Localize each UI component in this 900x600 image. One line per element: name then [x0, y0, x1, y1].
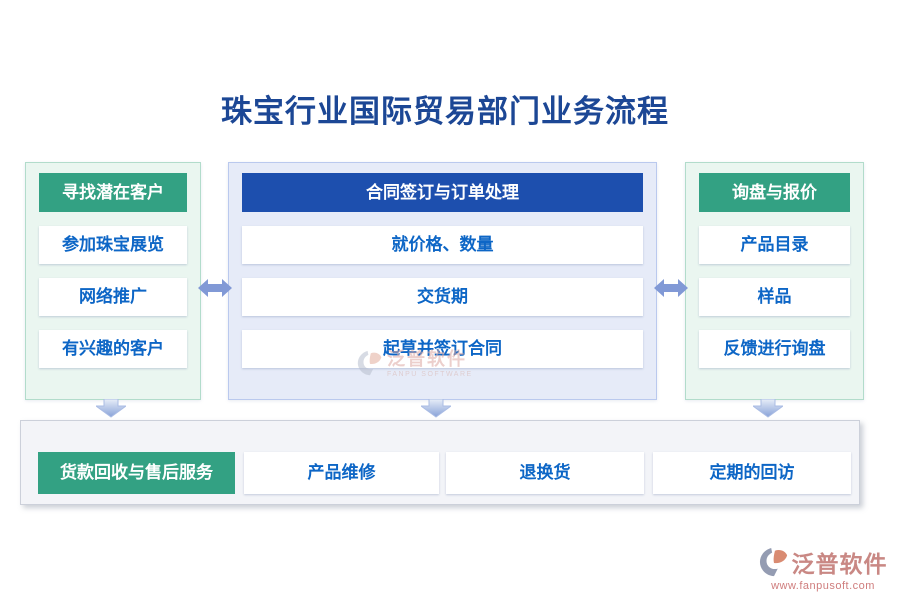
page-title: 珠宝行业国际贸易部门业务流程: [221, 94, 669, 129]
bar-item: 退换货: [446, 452, 644, 494]
watermark-brand: 泛普软件: [791, 551, 888, 577]
panel-item: 起草并签订合同: [242, 330, 643, 368]
watermark-url: www.fanpusoft.com: [771, 580, 875, 592]
watermark-bottom-right: 泛普软件 www.fanpusoft.com: [752, 545, 894, 592]
panel-find-customers: 寻找潜在客户 参加珠宝展览 网络推广 有兴趣的客户: [25, 162, 201, 400]
bar-item: 定期的回访: [653, 452, 851, 494]
double-arrow-icon: [654, 279, 688, 297]
double-arrow-icon: [198, 279, 232, 297]
panel-item: 样品: [699, 278, 850, 316]
panel-contract-order: 合同签订与订单处理 就价格、数量 交货期 起草并签订合同: [228, 162, 657, 400]
panel-inquiry-quotation: 询盘与报价 产品目录 样品 反馈进行询盘: [685, 162, 864, 400]
panel-aftersales-bar: 货款回收与售后服务 产品维修 退换货 定期的回访: [20, 420, 860, 505]
panel-item: 产品目录: [699, 226, 850, 264]
down-arrow-icon: [753, 399, 783, 418]
panel-contract-order-header: 合同签订与订单处理: [242, 173, 643, 212]
panel-item: 交货期: [242, 278, 643, 316]
panel-aftersales-header: 货款回收与售后服务: [38, 452, 235, 494]
panel-inquiry-quotation-header: 询盘与报价: [699, 173, 850, 212]
bar-item: 产品维修: [244, 452, 439, 494]
panel-find-customers-header: 寻找潜在客户: [39, 173, 187, 212]
down-arrow-icon: [96, 399, 126, 418]
panel-item: 参加珠宝展览: [39, 226, 187, 264]
fanpu-logo-icon: [759, 547, 787, 577]
panel-item: 有兴趣的客户: [39, 330, 187, 368]
panel-item: 反馈进行询盘: [699, 330, 850, 368]
panel-item: 网络推广: [39, 278, 187, 316]
panel-item: 就价格、数量: [242, 226, 643, 264]
down-arrow-icon: [421, 399, 451, 418]
